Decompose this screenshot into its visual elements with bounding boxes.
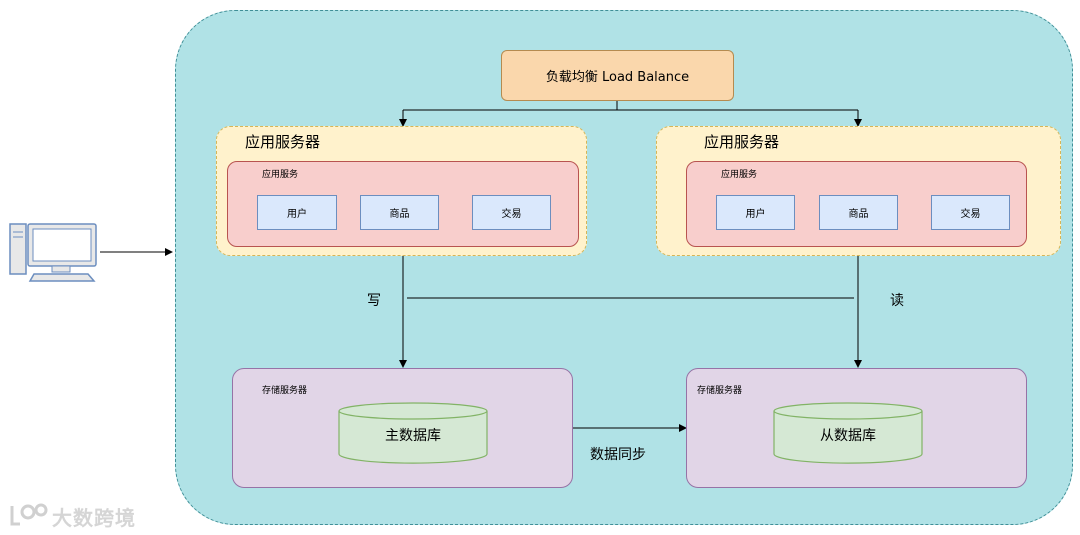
desktop-computer-icon	[9, 223, 97, 282]
app-server-right-title: 应用服务器	[704, 133, 780, 151]
module-goods-right: 商品	[819, 195, 898, 230]
master-db-cylinder	[338, 402, 488, 464]
module-goods-left: 商品	[360, 195, 439, 230]
slave-db-label: 从数据库	[820, 428, 876, 444]
read-label: 读	[890, 293, 904, 309]
master-db-label: 主数据库	[385, 428, 441, 444]
load-balancer-box: 负载均衡 Load Balance	[501, 50, 734, 101]
module-user-right: 用户	[716, 195, 795, 230]
watermark-text: 大数跨境	[52, 506, 136, 530]
load-balancer-label: 负载均衡 Load Balance	[545, 70, 690, 85]
app-service-left-title: 应用服务	[262, 170, 299, 180]
storage-server-left-title: 存储服务器	[262, 386, 308, 396]
slave-db-cylinder	[773, 402, 923, 464]
module-user-left: 用户	[257, 195, 337, 230]
module-trade-left: 交易	[472, 195, 551, 230]
app-server-left-title: 应用服务器	[245, 133, 321, 151]
storage-server-right-title: 存储服务器	[697, 386, 743, 396]
watermark-logo-icon	[10, 503, 48, 526]
module-trade-right: 交易	[931, 195, 1010, 230]
sync-label: 数据同步	[590, 447, 646, 463]
write-label: 写	[367, 293, 381, 309]
app-service-right-title: 应用服务	[721, 170, 758, 180]
